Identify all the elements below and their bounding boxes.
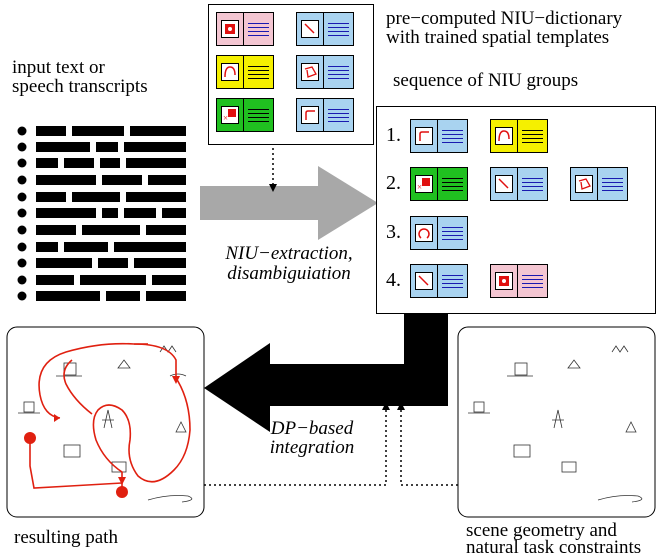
extraction-arrow xyxy=(200,166,378,240)
loop-path-icon xyxy=(301,63,319,81)
result-scene-sketch xyxy=(18,345,193,503)
input-label-line1: input text or xyxy=(12,57,105,78)
integration-label-line2: integration xyxy=(269,437,355,458)
input-label-line2: speech transcripts xyxy=(12,76,148,97)
extraction-label-line1: NIU−extraction, xyxy=(225,243,353,264)
extraction-label-line2: disambiguiation xyxy=(227,263,351,284)
dict-card-square xyxy=(216,12,274,46)
diagonal-arrow-icon xyxy=(415,272,433,290)
text-bullets xyxy=(17,126,27,301)
dict-card-loop xyxy=(296,55,354,89)
dict-card-cross: × xyxy=(216,98,274,132)
arc-icon xyxy=(221,63,239,81)
seq-card-loop xyxy=(570,167,628,201)
dict-card-arc xyxy=(216,55,274,89)
dict-card-diagonal xyxy=(296,12,354,46)
seq-card-cross: × xyxy=(410,167,468,201)
square-target-icon xyxy=(495,272,513,290)
diagonal-arrow-icon xyxy=(301,20,319,38)
result-path xyxy=(29,342,191,490)
turn-arrow-icon xyxy=(415,127,433,145)
seq-card-square xyxy=(490,264,548,298)
square-target-icon xyxy=(221,20,239,38)
scene-sketch xyxy=(468,345,643,503)
result-label: resulting path xyxy=(14,527,118,548)
group-number: 1. xyxy=(386,124,401,146)
sequence-label: sequence of NIU groups xyxy=(393,70,579,91)
integration-arrow xyxy=(204,312,448,432)
group-number: 3. xyxy=(386,221,401,243)
cross-square-icon: × xyxy=(415,175,433,193)
seq-card-arc xyxy=(490,119,548,153)
group-number: 4. xyxy=(386,269,401,291)
arc-icon xyxy=(495,127,513,145)
circle-loop-icon xyxy=(415,224,433,242)
scene-label-line1: scene geometry and xyxy=(466,520,617,541)
path-end-dot xyxy=(116,486,128,498)
seq-card-diagonal xyxy=(490,167,548,201)
cross-square-icon: × xyxy=(221,106,239,124)
dictionary-label-line2: with trained spatial templates xyxy=(386,27,610,48)
dictionary-label-line1: pre−computed NIU−dictionary xyxy=(386,8,623,29)
seq-card-diagonal xyxy=(410,264,468,298)
integration-label-line1: DP−based xyxy=(270,418,354,439)
turn-arrow-icon xyxy=(301,106,319,124)
dict-card-turn xyxy=(296,98,354,132)
path-start-dot xyxy=(24,432,36,444)
scene-panel xyxy=(457,326,656,518)
text-bars xyxy=(36,126,186,301)
seq-card-turn xyxy=(410,119,468,153)
diagonal-arrow-icon xyxy=(495,175,513,193)
group-number: 2. xyxy=(386,172,401,194)
seq-card-circle xyxy=(410,216,468,250)
loop-path-icon xyxy=(575,175,593,193)
scene-label-line2: natural task constraints xyxy=(466,537,642,558)
